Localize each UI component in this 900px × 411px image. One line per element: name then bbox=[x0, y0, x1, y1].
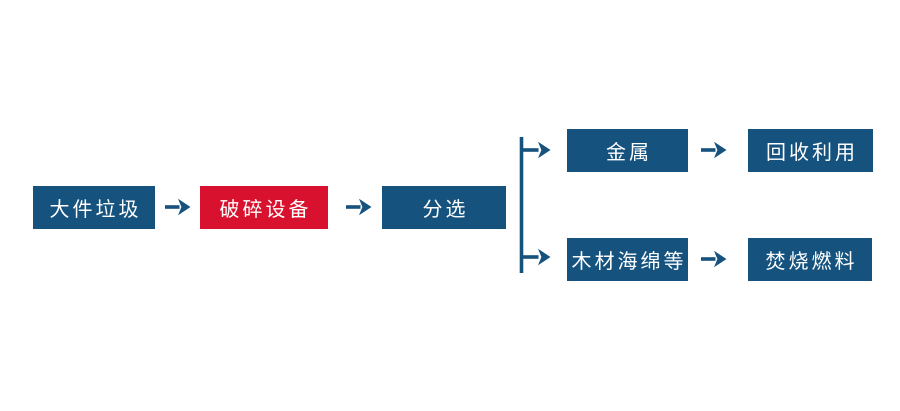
node-metal: 金属 bbox=[567, 129, 688, 172]
arrow-right-icon bbox=[165, 198, 191, 216]
branch-connector bbox=[518, 133, 552, 283]
arrow-right-icon bbox=[346, 198, 372, 216]
arrow-right-icon bbox=[701, 141, 727, 159]
node-crushing-equipment: 破碎设备 bbox=[200, 186, 328, 229]
node-bulky-waste: 大件垃圾 bbox=[33, 186, 155, 229]
node-incineration-fuel: 焚烧燃料 bbox=[748, 238, 872, 281]
node-sorting: 分选 bbox=[382, 186, 506, 229]
node-wood-sponge: 木材海绵等 bbox=[567, 238, 688, 281]
node-recycling: 回收利用 bbox=[748, 129, 873, 172]
arrow-right-icon bbox=[701, 250, 727, 268]
